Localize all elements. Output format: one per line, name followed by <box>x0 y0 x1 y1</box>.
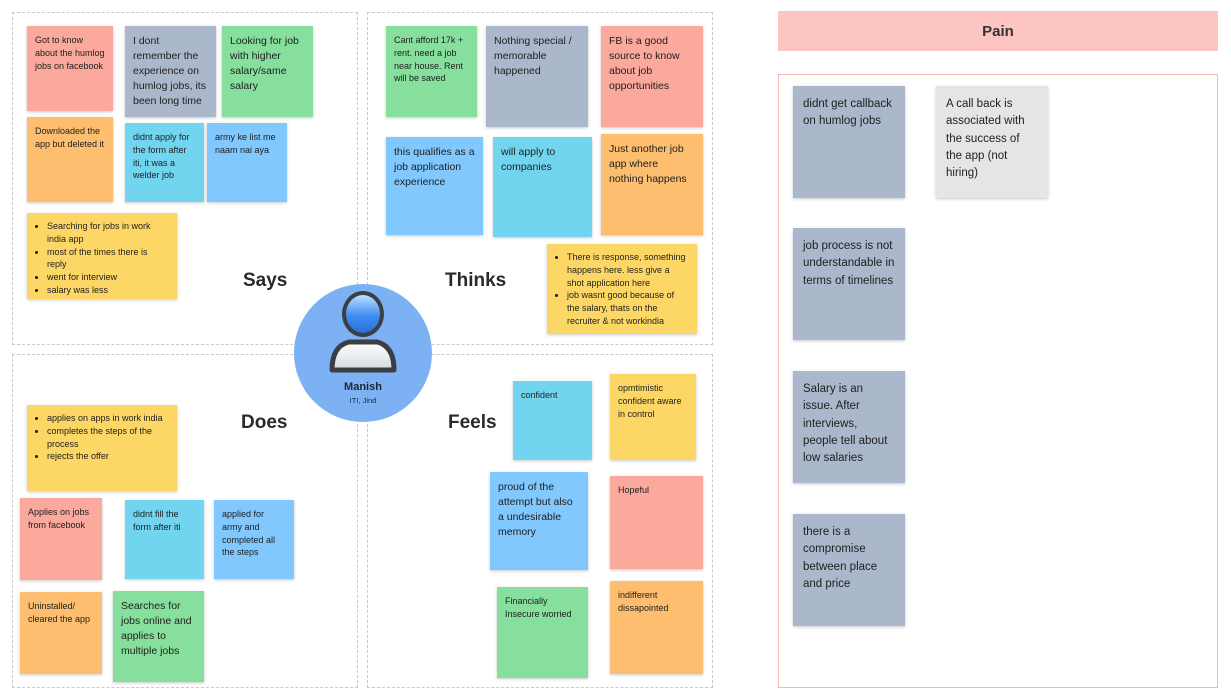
does-note[interactable]: didnt fill the form after iti <box>125 500 204 579</box>
list-item: rejects the offer <box>47 450 169 463</box>
thinks-note[interactable]: Nothing special / memorable happened <box>486 26 588 127</box>
pain-note[interactable]: A call back is associated with the succe… <box>936 86 1048 198</box>
thinks-note[interactable]: will apply to companies <box>493 137 592 237</box>
feels-note[interactable]: opmtimistic confident aware in control <box>610 374 696 460</box>
list-item: applies on apps in work india <box>47 412 169 425</box>
says-note[interactable]: didnt apply for the form after iti, it w… <box>125 123 204 202</box>
feels-note[interactable]: Financially Insecure worried <box>497 587 588 678</box>
thinks-note[interactable]: Cant afford 17k + rent. need a job near … <box>386 26 477 117</box>
feels-note[interactable]: Hopeful <box>610 476 703 569</box>
feels-label: Feels <box>448 412 497 433</box>
says-note[interactable]: Got to know about the humlog jobs on fac… <box>27 26 113 111</box>
thinks-note[interactable]: Just another job app where nothing happe… <box>601 134 703 235</box>
says-label: Says <box>243 270 288 291</box>
list-item: went for interview <box>47 271 169 284</box>
thinks-label: Thinks <box>445 270 507 291</box>
pain-title: Pain <box>982 22 1014 40</box>
thinks-note[interactable]: this qualifies as a job application expe… <box>386 137 483 235</box>
does-note[interactable]: Uninstalled/ cleared the app <box>20 592 102 674</box>
feels-note[interactable]: confident <box>513 381 592 460</box>
does-note-list[interactable]: applies on apps in work india completes … <box>27 405 177 491</box>
pain-note[interactable]: there is a compromise between place and … <box>793 514 905 626</box>
does-note[interactable]: Searches for jobs online and applies to … <box>113 591 204 682</box>
persona-subtitle: ITI, Jind <box>349 396 377 405</box>
feels-note[interactable]: indifferent dissapointed <box>610 581 703 674</box>
persona-avatar: Manish ITI, Jind <box>294 284 432 422</box>
pain-note[interactable]: Salary is an issue. After interviews, pe… <box>793 371 905 483</box>
pain-header: Pain <box>778 11 1218 51</box>
does-note[interactable]: applied for army and completed all the s… <box>214 500 294 579</box>
feels-note[interactable]: proud of the attempt but also a undesira… <box>490 472 588 570</box>
pain-note[interactable]: job process is not understandable in ter… <box>793 228 905 340</box>
pain-note[interactable]: didnt get callback on humlog jobs <box>793 86 905 198</box>
persona-name: Manish <box>344 381 382 393</box>
list-item: salary was less <box>47 284 169 297</box>
user-icon <box>329 291 397 373</box>
says-note[interactable]: I dont remember the experience on humlog… <box>125 26 216 117</box>
does-note[interactable]: Applies on jobs from facebook <box>20 498 102 580</box>
list-item: completes the steps of the process <box>47 425 169 451</box>
list-item: There is response, something happens her… <box>567 251 689 289</box>
thinks-note[interactable]: FB is a good source to know about job op… <box>601 26 703 127</box>
list-item: job wasnt good because of the salary, th… <box>567 289 689 327</box>
does-label: Does <box>241 412 288 433</box>
list-item: most of the times there is reply <box>47 246 169 272</box>
says-note-list[interactable]: Searching for jobs in work india app mos… <box>27 213 177 299</box>
says-note[interactable]: army ke list me naam nai aya <box>207 123 287 202</box>
says-note[interactable]: Looking for job with higher salary/same … <box>222 26 313 117</box>
says-note[interactable]: Downloaded the app but deleted it <box>27 117 113 202</box>
list-item: Searching for jobs in work india app <box>47 220 169 246</box>
thinks-note-list[interactable]: There is response, something happens her… <box>547 244 697 334</box>
